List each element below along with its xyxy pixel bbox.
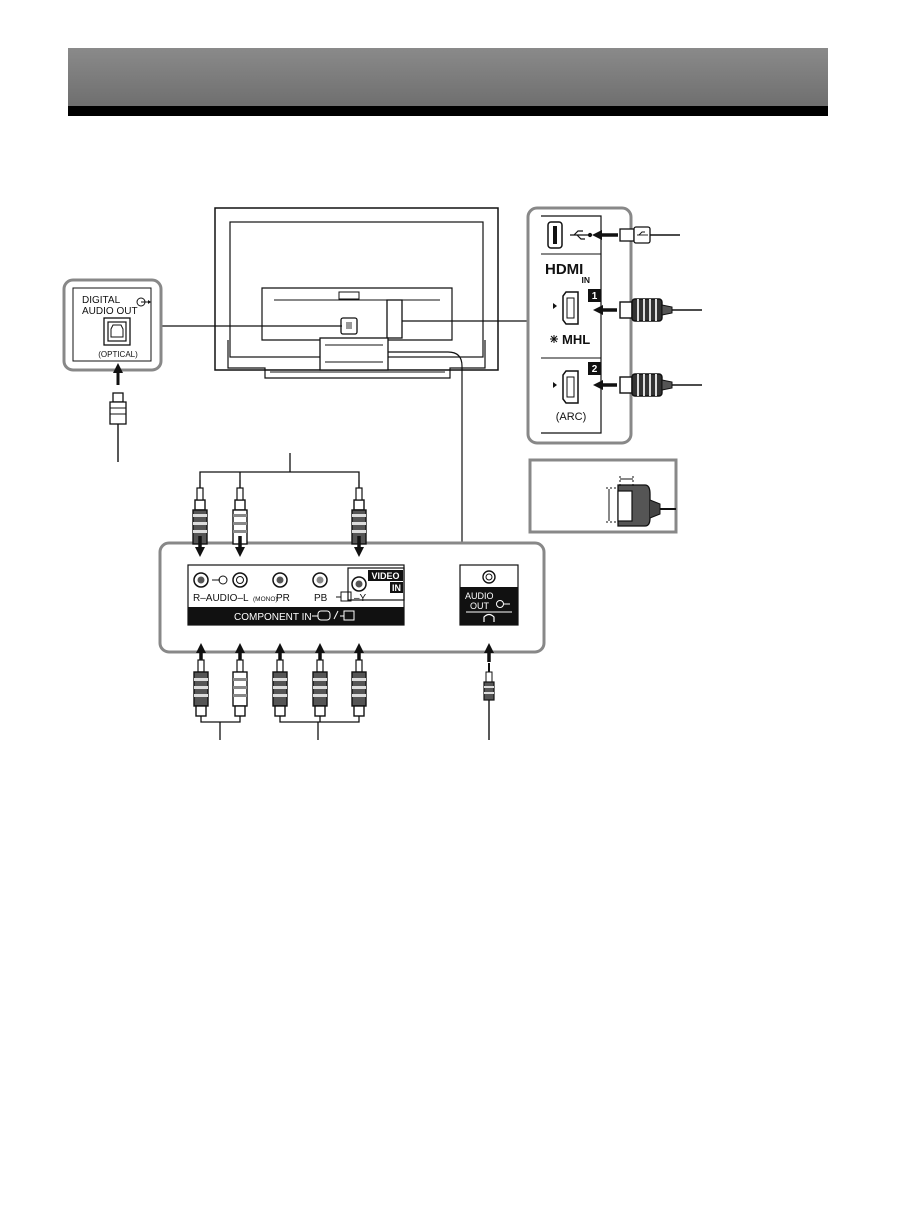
optical-label-line2: AUDIO OUT (82, 306, 138, 317)
pr-label: PR (276, 593, 290, 604)
jack-y-video[interactable] (352, 577, 366, 591)
bottom-rca-cables (194, 648, 366, 740)
mhl-label: MHL (562, 332, 590, 347)
hdmi-in-label: IN (582, 275, 591, 285)
audio-out-line1: AUDIO (465, 591, 494, 601)
arc-label: (ARC) (556, 411, 587, 423)
side-panel: HDMI IN 1 MHL 2 (ARC) (528, 208, 631, 443)
port2-number: 2 (592, 364, 598, 375)
video-label: VIDEO (371, 571, 399, 581)
port1-number: 1 (592, 291, 598, 302)
component-in-label: COMPONENT IN (234, 612, 312, 623)
jack-audio-out[interactable] (483, 571, 495, 583)
audio-out-line2: OUT (470, 601, 490, 611)
mhl-star-icon (550, 335, 558, 343)
pb-label: PB (314, 593, 328, 604)
bottom-panel: COMPONENT IN (160, 543, 544, 652)
hdmi-size-inset (530, 460, 676, 532)
optical-panel: DIGITAL AUDIO OUT (OPTICAL) (64, 280, 161, 370)
top-rca-cables (193, 453, 366, 552)
jack-audio-r[interactable] (194, 573, 208, 587)
audio-out-cable (484, 648, 494, 740)
video-in-label: IN (392, 583, 401, 593)
jack-pr[interactable] (273, 573, 287, 587)
audio-row-label: R–AUDIO–L (193, 593, 249, 604)
hdmi-logo: HDMI (545, 261, 583, 278)
optical-cable (110, 368, 126, 462)
jack-audio-l[interactable] (233, 573, 247, 587)
jack-pb[interactable] (313, 573, 327, 587)
optical-sub-label: (OPTICAL) (98, 350, 138, 359)
mono-label: (MONO) (253, 596, 278, 603)
y-label: –Y (354, 593, 367, 604)
tv-back (215, 208, 498, 378)
optical-label-line1: DIGITAL (82, 295, 121, 306)
